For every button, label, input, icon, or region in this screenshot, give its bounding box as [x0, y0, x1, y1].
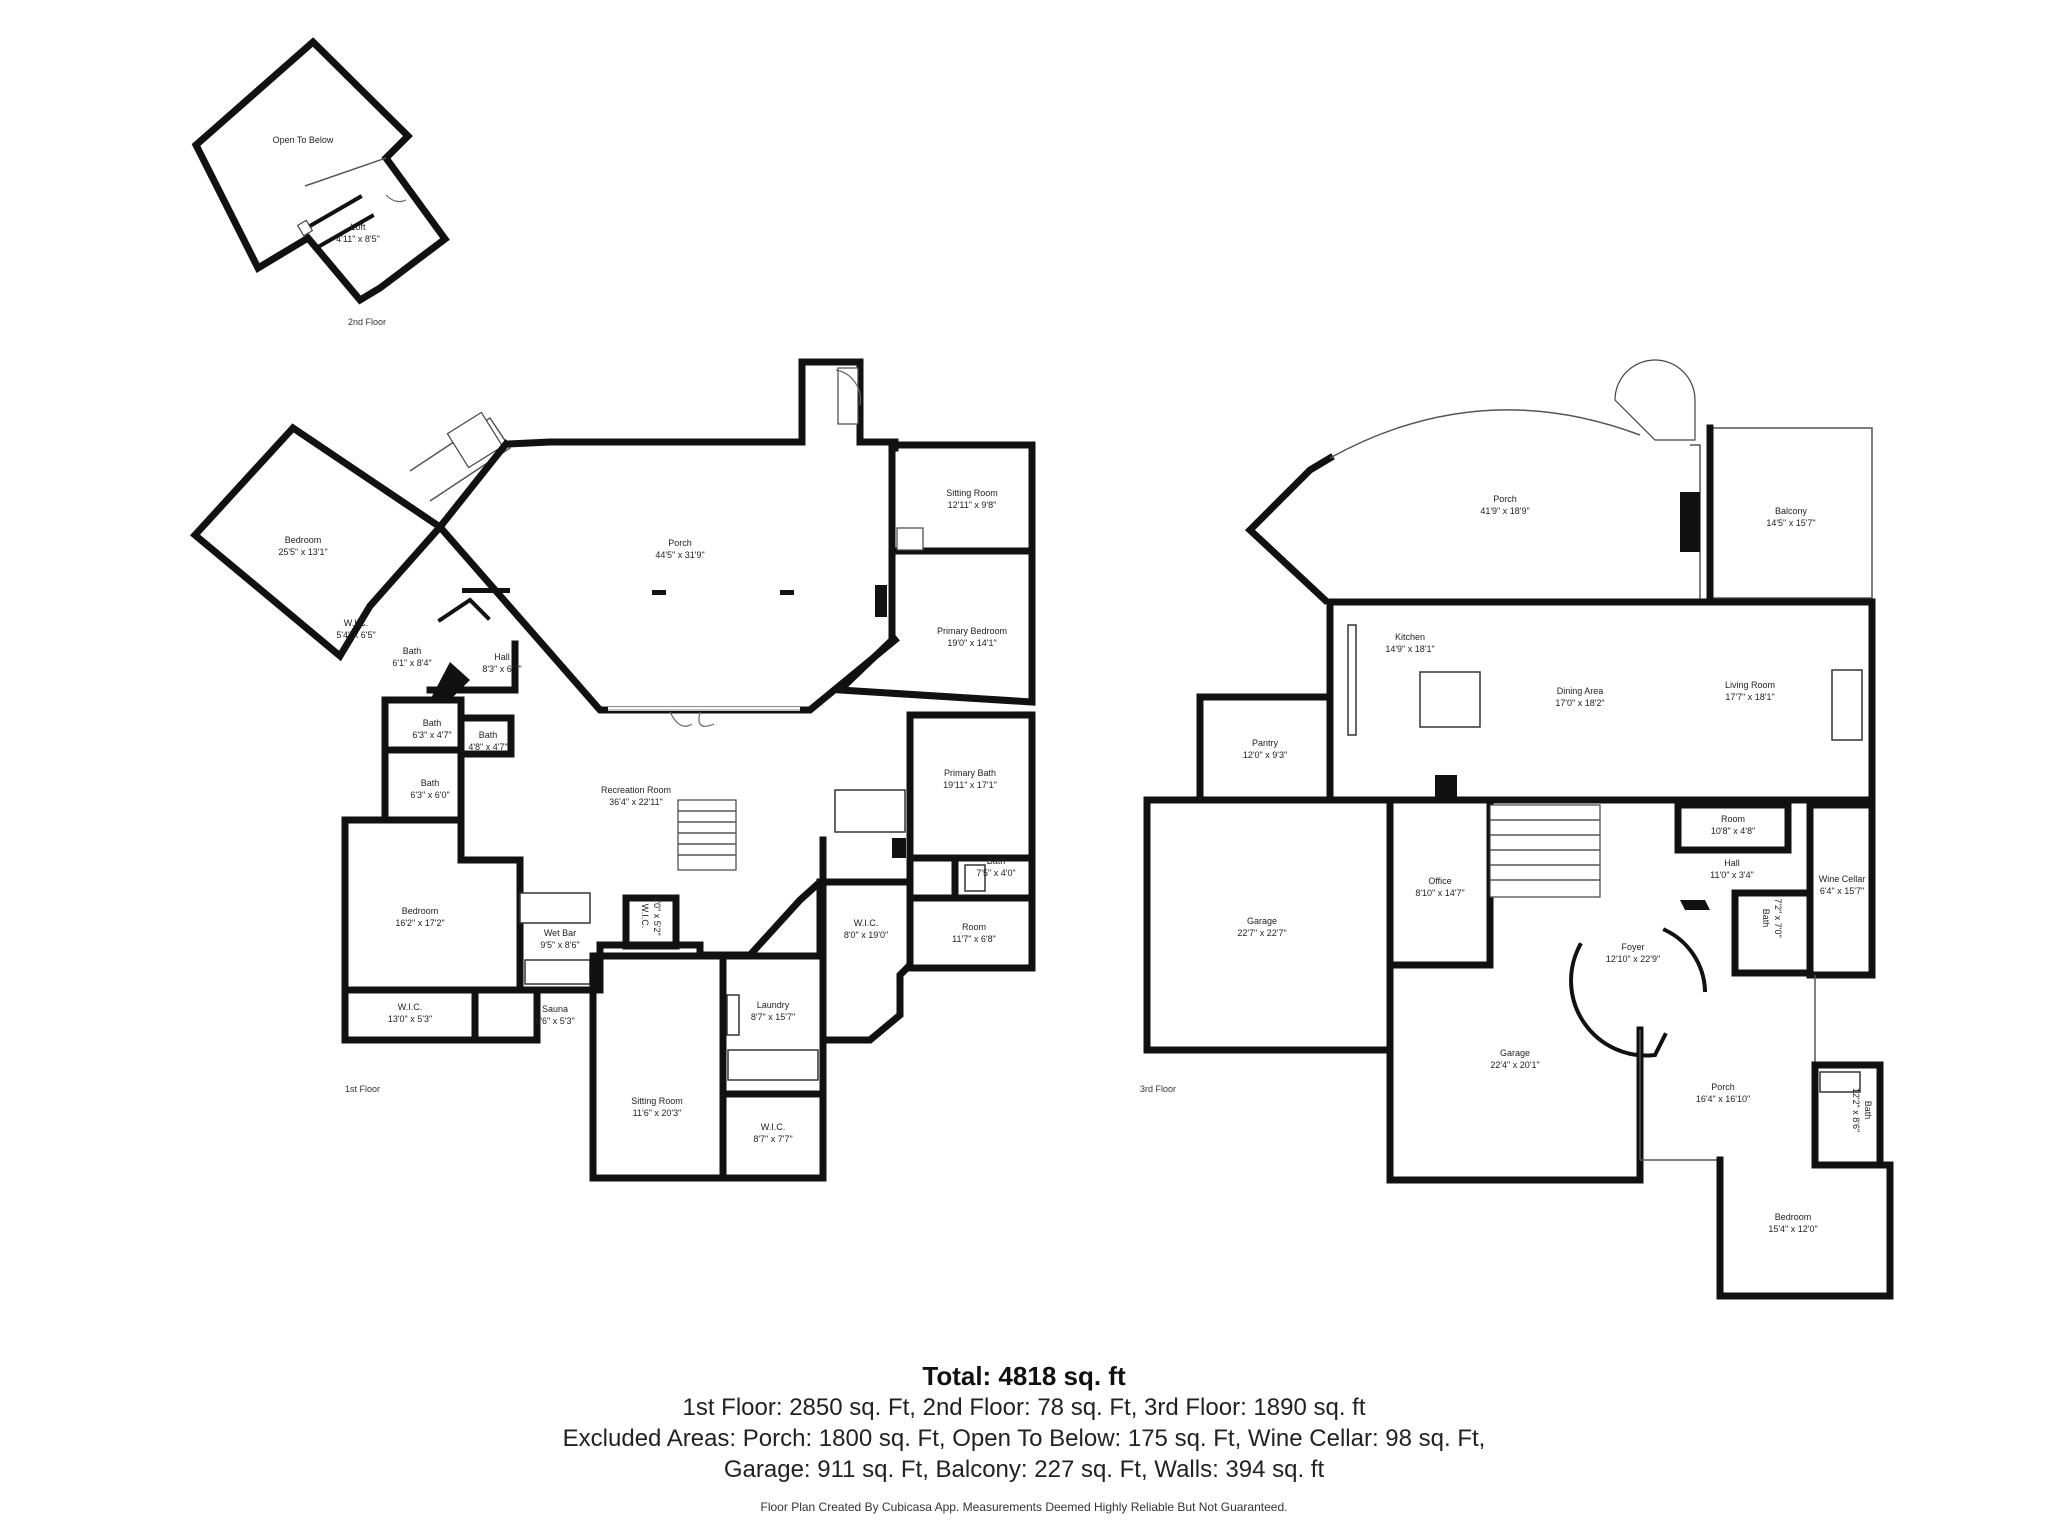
excluded-areas-2: Garage: 911 sq. Ft, Balcony: 227 sq. Ft,…: [723, 1456, 1325, 1483]
floor-areas: 1st Floor: 2850 sq. Ft, 2nd Floor: 78 sq…: [682, 1394, 1366, 1421]
third-floor-labels: Porch 41'9" x 18'9" Balcony 14'5" x 15'7…: [1140, 494, 1873, 1234]
credit-note: Floor Plan Created By Cubicasa App. Meas…: [760, 1500, 1288, 1514]
room-name: Foyer: [1621, 942, 1644, 952]
room-name: Wine Cellar: [1819, 874, 1866, 884]
room-name: Office: [1428, 876, 1451, 886]
room-dims: 14'9" x 18'1": [1385, 644, 1434, 654]
room-dims: 12'10" x 22'9": [1606, 954, 1660, 964]
room-dims: 25'5" x 13'1": [278, 547, 327, 557]
room-name: Bath: [403, 646, 422, 656]
room-name: Living Room: [1725, 680, 1775, 690]
room-dims: 8'7" x 7'7": [753, 1134, 792, 1144]
room-name: Porch: [1493, 494, 1517, 504]
first-floor-labels: Bedroom 25'5" x 13'1" W.I.C. 5'4" x 6'5"…: [278, 488, 1015, 1144]
room-dims: 22'7" x 22'7": [1237, 928, 1286, 938]
room-dims: 17'7" x 18'1": [1725, 692, 1774, 702]
room-name: Hall: [494, 652, 510, 662]
room-name: Bath: [987, 856, 1006, 866]
room-dims: 6'6" x 5'3": [535, 1016, 574, 1026]
room-name: Room: [962, 922, 986, 932]
room-dims: 19'11" x 17'1": [943, 780, 997, 790]
total-area: Total: 4818 sq. ft: [922, 1361, 1126, 1391]
room-name: Wet Bar: [544, 928, 576, 938]
room-dims: 41'9" x 18'9": [1480, 506, 1529, 516]
room-name: Garage: [1247, 916, 1277, 926]
room-dims: 12'11" x 9'8": [948, 500, 997, 510]
first-floor-plan: [189, 358, 1036, 1182]
room-name: W.I.C.: [640, 904, 650, 929]
room-dims: 6'4" x 15'7": [1820, 886, 1864, 896]
room-dims: 6'1" x 8'4": [392, 658, 431, 668]
room-dims: 16'2" x 17'2": [395, 918, 444, 928]
room-dims: 7'2" x 7'0": [1773, 898, 1783, 937]
room-dims: 11'0" x 3'4": [1710, 870, 1754, 880]
room-dims: 10'8" x 4'8": [1711, 826, 1755, 836]
room-dims: 12'2" x 8'6": [1851, 1088, 1861, 1132]
room-name: Hall: [1724, 858, 1740, 868]
room-dims: 14'5" x 15'7": [1766, 518, 1815, 528]
room-name: Sitting Room: [946, 488, 998, 498]
room-dims: 8'3" x 6'7": [482, 664, 521, 674]
room-name: Sauna: [542, 1004, 568, 1014]
room-dims: 9'5" x 8'6": [540, 940, 579, 950]
room-name: Laundry: [757, 1000, 790, 1010]
room-dims: 11'6" x 20'3": [633, 1108, 682, 1118]
second-floor-plan: [191, 37, 450, 305]
room-name: Porch: [1711, 1082, 1735, 1092]
room-dims: 4'0" x 5'2": [652, 896, 662, 935]
room-dims: 13'0" x 5'3": [388, 1014, 432, 1024]
room-dims: 11'7" x 6'8": [952, 934, 996, 944]
room-name: Primary Bedroom: [937, 626, 1007, 636]
room-name: Porch: [668, 538, 692, 548]
room-name: Kitchen: [1395, 632, 1425, 642]
room-name: Loft: [350, 222, 366, 232]
room-dims: 7'5" x 4'0": [976, 868, 1015, 878]
room-dims: 44'5" x 31'9": [655, 550, 704, 560]
area-summary: Total: 4818 sq. ft 1st Floor: 2850 sq. F…: [0, 1360, 2048, 1485]
room-name: Bedroom: [1775, 1212, 1812, 1222]
room-name: Room: [1721, 814, 1745, 824]
room-dims: 4'8" x 4'7": [468, 742, 507, 752]
third-floor-plan: [1143, 359, 1894, 1300]
room-dims: 4'11" x 8'5": [336, 234, 380, 244]
room-dims: 16'4" x 16'10": [1696, 1094, 1750, 1104]
room-dims: 15'4" x 12'0": [1768, 1224, 1817, 1234]
room-name: Balcony: [1775, 506, 1808, 516]
room-name: W.I.C.: [761, 1122, 786, 1132]
room-dims: 8'7" x 15'7": [751, 1012, 795, 1022]
room-name: W.I.C.: [854, 918, 879, 928]
room-name: Bedroom: [402, 906, 439, 916]
room-dims: 6'3" x 4'7": [412, 730, 451, 740]
room-name: Bath: [423, 718, 442, 728]
room-name: Bedroom: [285, 535, 322, 545]
floor-label: 2nd Floor: [348, 317, 386, 327]
room-dims: 8'10" x 14'7": [1415, 888, 1464, 898]
room-name: Pantry: [1252, 738, 1279, 748]
room-dims: 5'4" x 6'5": [336, 630, 375, 640]
room-name: Bath: [421, 778, 440, 788]
room-dims: 17'0" x 18'2": [1555, 698, 1604, 708]
room-name: Primary Bath: [944, 768, 996, 778]
room-name: W.I.C.: [344, 618, 369, 628]
room-name: Bath: [1863, 1101, 1873, 1120]
floor-label: 3rd Floor: [1140, 1084, 1176, 1094]
room-dims: 22'4" x 20'1": [1490, 1060, 1539, 1070]
room-dims: 6'3" x 6'0": [410, 790, 449, 800]
room-dims: 36'4" x 22'11": [609, 797, 663, 807]
room-name: Recreation Room: [601, 785, 671, 795]
floor-label: 1st Floor: [345, 1084, 380, 1094]
room-name: Garage: [1500, 1048, 1530, 1058]
room-dims: 19'0" x 14'1": [947, 638, 996, 648]
room-name: Sitting Room: [631, 1096, 683, 1106]
room-dims: 8'0" x 19'0": [844, 930, 888, 940]
room-dims: 12'0" x 9'3": [1243, 750, 1287, 760]
second-floor-labels: Open To Below Loft 4'11" x 8'5" 2nd Floo…: [273, 135, 386, 327]
excluded-areas-1: Excluded Areas: Porch: 1800 sq. Ft, Open…: [562, 1425, 1486, 1452]
room-name: W.I.C.: [398, 1002, 423, 1012]
room-name: Dining Area: [1557, 686, 1604, 696]
room-name: Bath: [479, 730, 498, 740]
room-name: Open To Below: [273, 135, 334, 145]
room-name: Bath: [1761, 909, 1771, 928]
